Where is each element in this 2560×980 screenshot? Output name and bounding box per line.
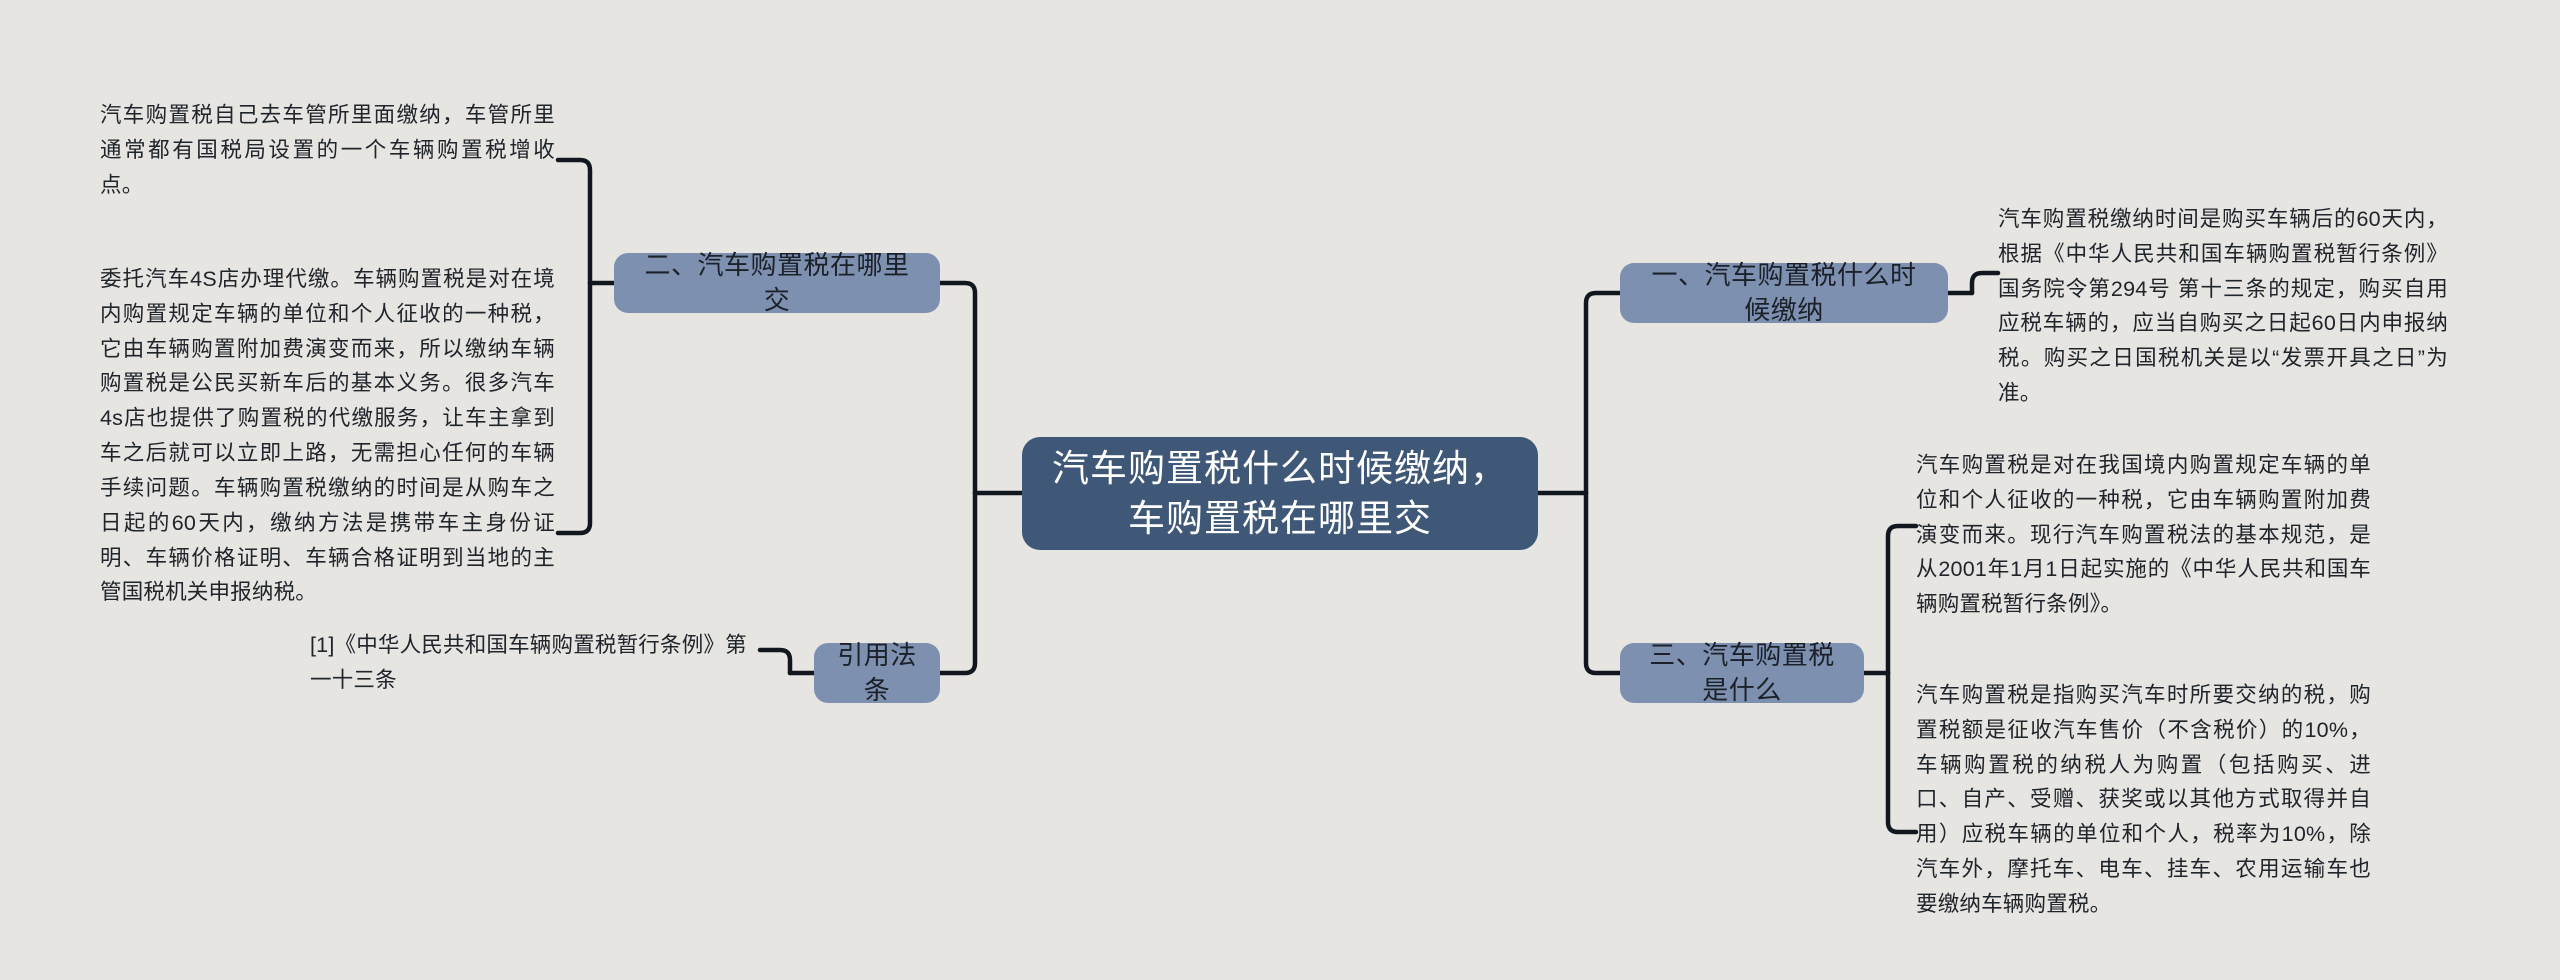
link-right-spine: [1583, 290, 1623, 496]
branch-node-when-to-pay-label: 一、汽车购置税什么时候缴纳: [1651, 259, 1917, 325]
branch-node-when-to-pay[interactable]: 一、汽车购置税什么时候缴纳: [1620, 260, 1948, 325]
leaf-cited-law-item: [1]《中华人民共和国车辆购置税暂行条例》第一十三条: [310, 633, 747, 692]
link-branch-law-bracket: [757, 647, 793, 676]
link-right-spine-2: [1583, 490, 1623, 676]
root-node[interactable]: 汽车购置税什么时候缴纳，车购置税在哪里交: [1022, 437, 1538, 550]
link-branch-where-bracket: [555, 157, 593, 286]
link-left-spine-2: [937, 490, 978, 676]
leaf-where-to-pay-dealer: 委托汽车4S店办理代缴。车辆购置税是对在境内购置规定车辆的单位和个人征收的一种税…: [100, 267, 555, 605]
leaf-what-is-it-rate: 汽车购置税是指购买汽车时所要交纳的税，购置税额是征收汽车售价（不含税价）的10%…: [1916, 683, 2371, 916]
leaf-where-to-pay-self: 汽车购置税自己去车管所里面缴纳，车管所里通常都有国税局设置的一个车辆购置税增收点…: [100, 103, 555, 197]
link-branch-where-bracket-2: [555, 280, 593, 536]
leaf-when-to-pay-detail: 汽车购置税缴纳时间是购买车辆后的60天内，根据《中华人民共和国车辆购置税暂行条例…: [1998, 207, 2448, 406]
link-left-spine: [937, 280, 978, 496]
branch-node-cited-law-label: 引用法条: [837, 639, 917, 705]
branch-node-where-to-pay-label: 二、汽车购置税在哪里交: [644, 249, 910, 315]
link-branch-what-bracket-2: [1885, 670, 1919, 835]
branch-node-what-is-it[interactable]: 三、汽车购置税是什么: [1620, 640, 1864, 705]
link-branch-what-bracket: [1885, 523, 1919, 676]
link-branch-when-bracket: [1969, 270, 2001, 296]
branch-node-where-to-pay[interactable]: 二、汽车购置税在哪里交: [614, 250, 940, 315]
branch-node-what-is-it-label: 三、汽车购置税是什么: [1649, 639, 1835, 705]
root-node-label: 汽车购置税什么时候缴纳，车购置税在哪里交: [1052, 447, 1508, 539]
branch-node-cited-law[interactable]: 引用法条: [814, 640, 940, 705]
leaf-what-is-it-definition: 汽车购置税是对在我国境内购置规定车辆的单位和个人征收的一种税，它由车辆购置附加费…: [1916, 453, 2371, 617]
